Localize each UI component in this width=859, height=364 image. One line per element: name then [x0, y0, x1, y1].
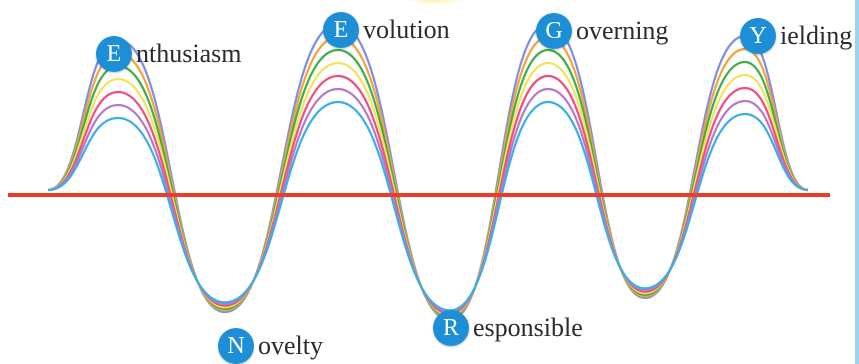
initial-badge-y: Y	[740, 18, 776, 54]
word-rest-governing: overning	[576, 16, 669, 45]
word-rest-responsible: esponsible	[473, 313, 583, 342]
initial-badge-e: E	[96, 36, 132, 72]
wave-line-4	[47, 61, 809, 317]
word-evolution: E volution	[323, 12, 450, 48]
word-yielding: Y ielding	[740, 18, 852, 54]
initial-badge-g: G	[536, 13, 572, 49]
wave-line-6	[47, 87, 809, 314]
word-rest-enthusiasm: nthusiasm	[136, 39, 242, 68]
wave-line-3	[47, 48, 809, 318]
word-enthusiasm: E nthusiasm	[96, 36, 241, 72]
initial-badge-n: N	[218, 328, 254, 364]
word-responsible: R esponsible	[433, 310, 583, 346]
word-rest-evolution: volution	[363, 15, 450, 44]
initial-badge-r: R	[433, 310, 469, 346]
initial-badge-e2: E	[323, 12, 359, 48]
word-rest-yielding: ielding	[780, 21, 853, 50]
sun-glow-decoration	[400, 0, 470, 6]
word-novelty: N ovelty	[218, 328, 323, 364]
word-rest-novelty: ovelty	[258, 331, 323, 360]
right-border-strip	[855, 0, 859, 364]
word-governing: G overning	[536, 13, 668, 49]
